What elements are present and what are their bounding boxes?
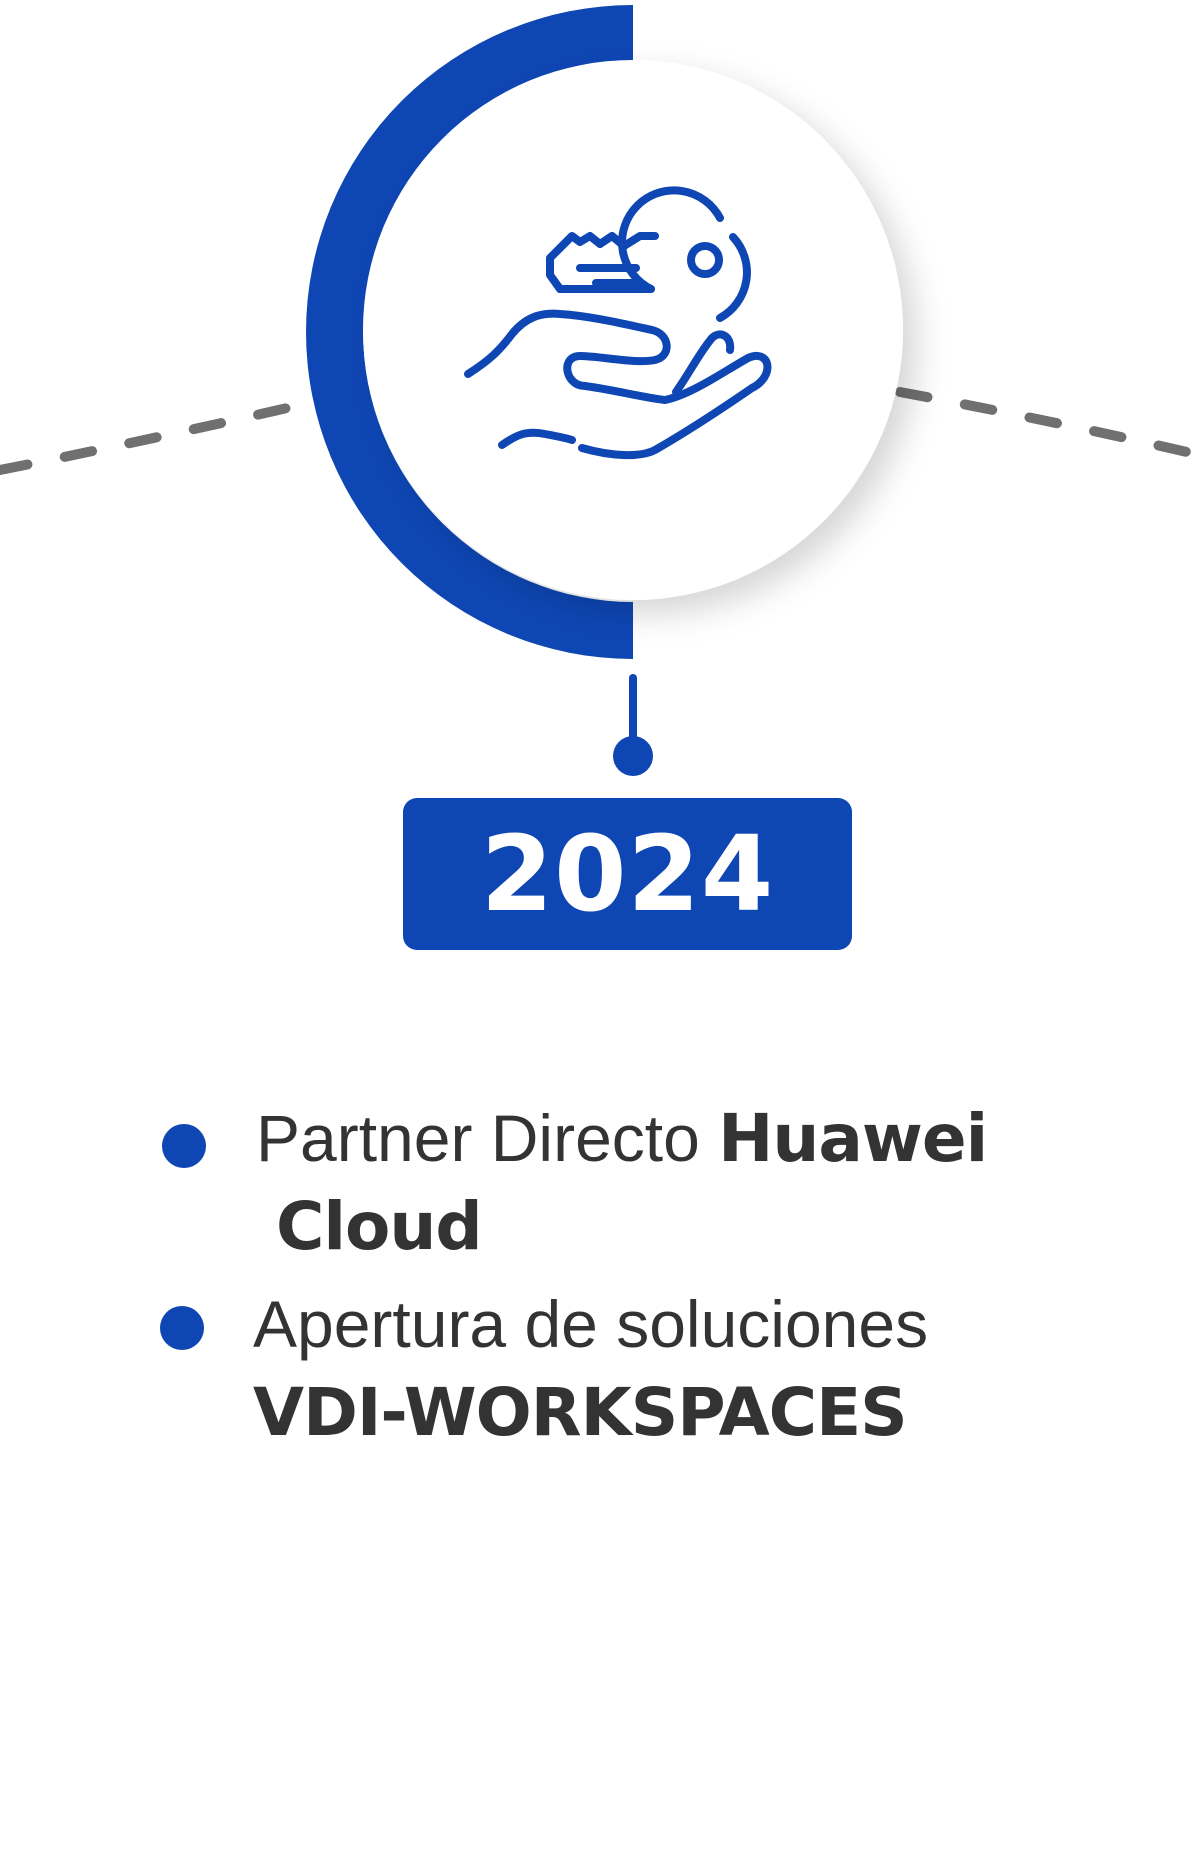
bullet-dot: [160, 1306, 204, 1350]
timeline-graphic: [0, 5, 1200, 776]
milestone-bold-text: Huawei: [718, 1100, 988, 1177]
milestone-text: Apertura de soluciones VDI-WORKSPACES: [253, 1280, 1113, 1457]
milestone-regular-text: Partner Directo: [256, 1101, 719, 1175]
milestone-bold-text: VDI-WORKSPACES: [253, 1374, 908, 1451]
timeline-dashed-line-left: [0, 400, 305, 475]
bullet-dot: [162, 1124, 206, 1168]
year-badge: 2024: [403, 798, 852, 950]
hand-holding-key-icon: [464, 186, 772, 460]
timeline-stem-dot: [613, 736, 653, 776]
milestone-text: Partner Directo Huawei Cloud: [256, 1094, 1116, 1271]
progress-ring-arc: [306, 5, 633, 659]
timeline-dashed-line-right: [895, 387, 1200, 460]
icon-circle: [363, 60, 903, 600]
milestone-bold-text-line-2: Cloud: [276, 1188, 483, 1265]
year-label: 2024: [480, 813, 775, 935]
milestone-regular-text: Apertura de soluciones: [253, 1287, 929, 1361]
